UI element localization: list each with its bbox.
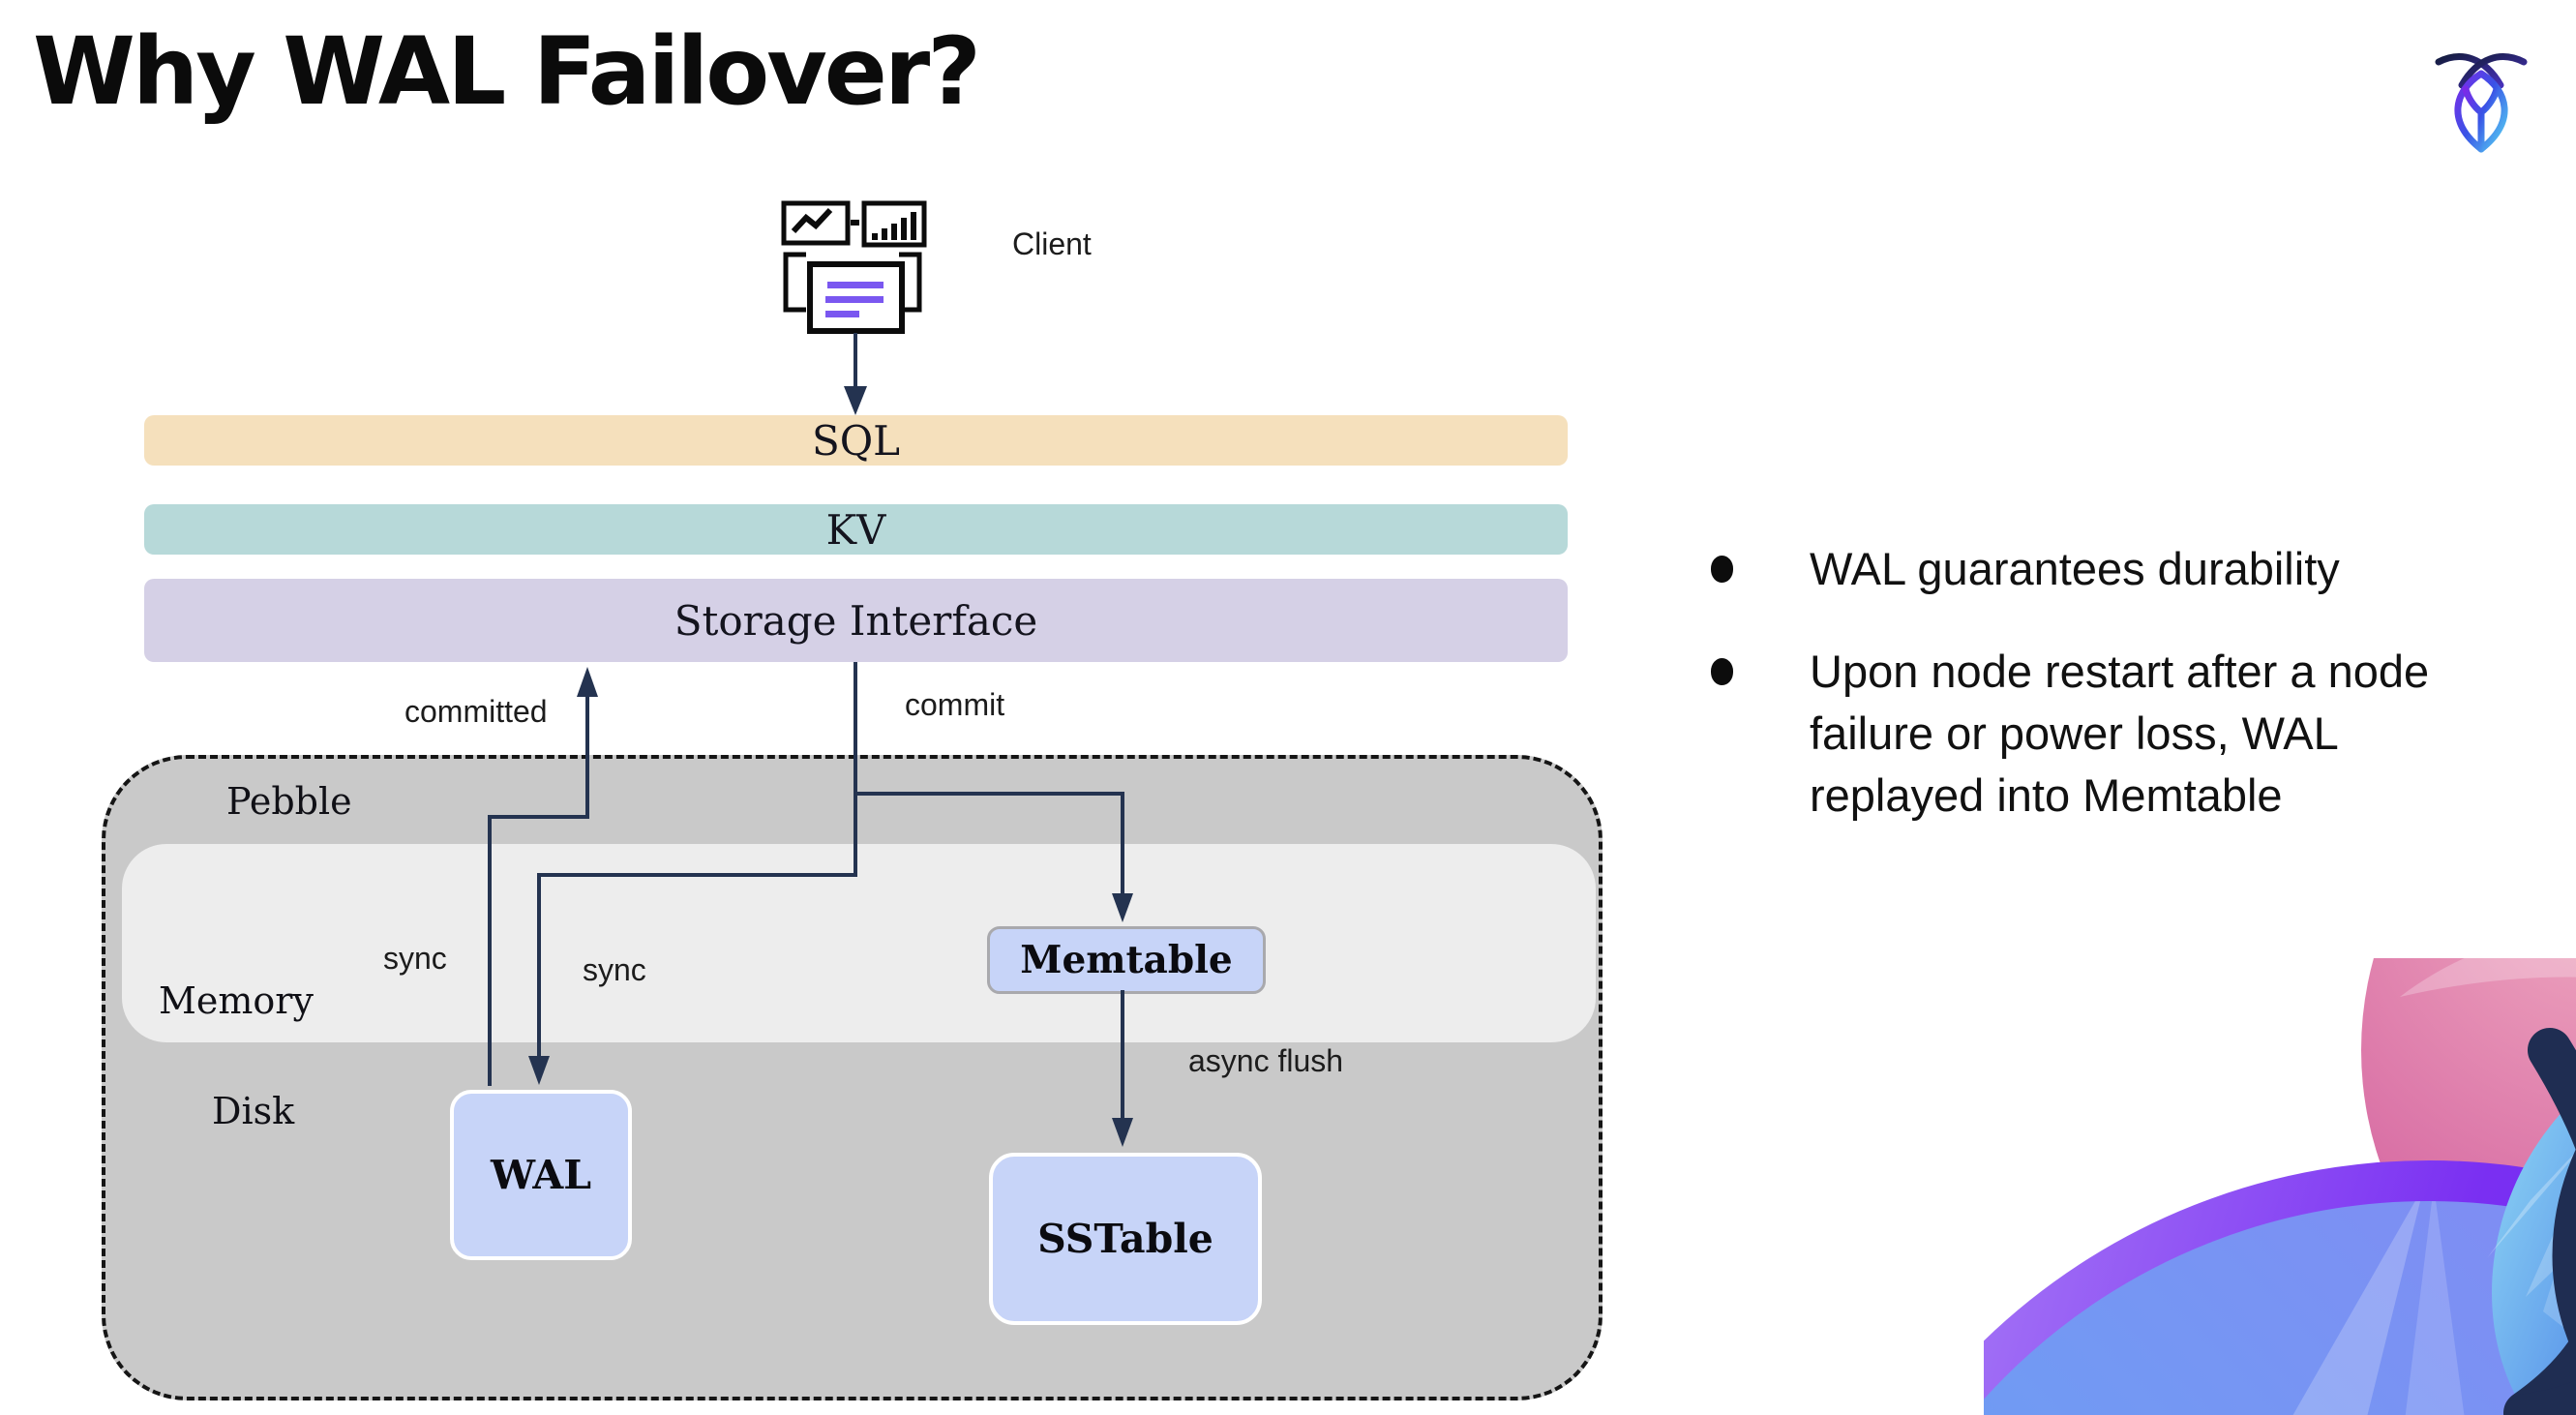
bullet-dot-icon bbox=[1711, 556, 1733, 583]
committed-label: committed bbox=[404, 694, 548, 729]
arrowhead-into-sql bbox=[844, 386, 867, 415]
commit-label: commit bbox=[905, 687, 1005, 722]
bullet-dot-icon bbox=[1711, 658, 1733, 685]
wal-label: WAL bbox=[490, 1152, 592, 1198]
bullet-item: WAL guarantees durability bbox=[1711, 538, 2533, 600]
corner-art-icon bbox=[1984, 958, 2576, 1415]
layer-bar-kv-label: KV bbox=[825, 505, 886, 554]
layer-bar-sql: SQL bbox=[144, 415, 1568, 466]
memtable-box: Memtable bbox=[987, 926, 1266, 994]
sync-right-label: sync bbox=[583, 952, 646, 987]
memtable-label: Memtable bbox=[1020, 938, 1233, 982]
page-title: Why WAL Failover? bbox=[33, 17, 981, 126]
layer-bar-kv: KV bbox=[144, 504, 1568, 555]
bullet-item: Upon node restart after a node failure o… bbox=[1711, 641, 2533, 827]
sstable-box: SSTable bbox=[989, 1153, 1262, 1325]
layer-bar-storage-interface: Storage Interface bbox=[144, 579, 1568, 662]
wal-box: WAL bbox=[450, 1090, 632, 1260]
disk-region-label: Disk bbox=[212, 1090, 295, 1132]
memory-region bbox=[122, 844, 1596, 1042]
dash-connector bbox=[851, 220, 859, 226]
sync-left-label: sync bbox=[383, 941, 447, 976]
bullet-list: WAL guarantees durability Upon node rest… bbox=[1711, 538, 2533, 867]
arrowhead-committed-up bbox=[577, 667, 598, 697]
layer-bar-sql-label: SQL bbox=[811, 416, 901, 465]
memory-region-label: Memory bbox=[159, 979, 314, 1022]
client-label: Client bbox=[1012, 226, 1092, 261]
sstable-label: SSTable bbox=[1037, 1216, 1213, 1262]
document-icon bbox=[783, 252, 922, 334]
bullet-text: WAL guarantees durability bbox=[1810, 543, 2340, 594]
bar-chart-icon bbox=[861, 200, 927, 248]
pebble-engine-box: Pebble Memory Disk WAL Memtable SSTable bbox=[102, 755, 1603, 1400]
client-icon bbox=[781, 200, 927, 334]
pebble-label: Pebble bbox=[226, 780, 352, 823]
async-flush-label: async flush bbox=[1188, 1043, 1344, 1078]
layer-bar-storage-label: Storage Interface bbox=[674, 596, 1038, 645]
cockroachdb-logo-icon bbox=[2435, 53, 2528, 153]
line-chart-icon bbox=[781, 200, 851, 246]
bullet-text: Upon node restart after a node failure o… bbox=[1810, 646, 2430, 821]
